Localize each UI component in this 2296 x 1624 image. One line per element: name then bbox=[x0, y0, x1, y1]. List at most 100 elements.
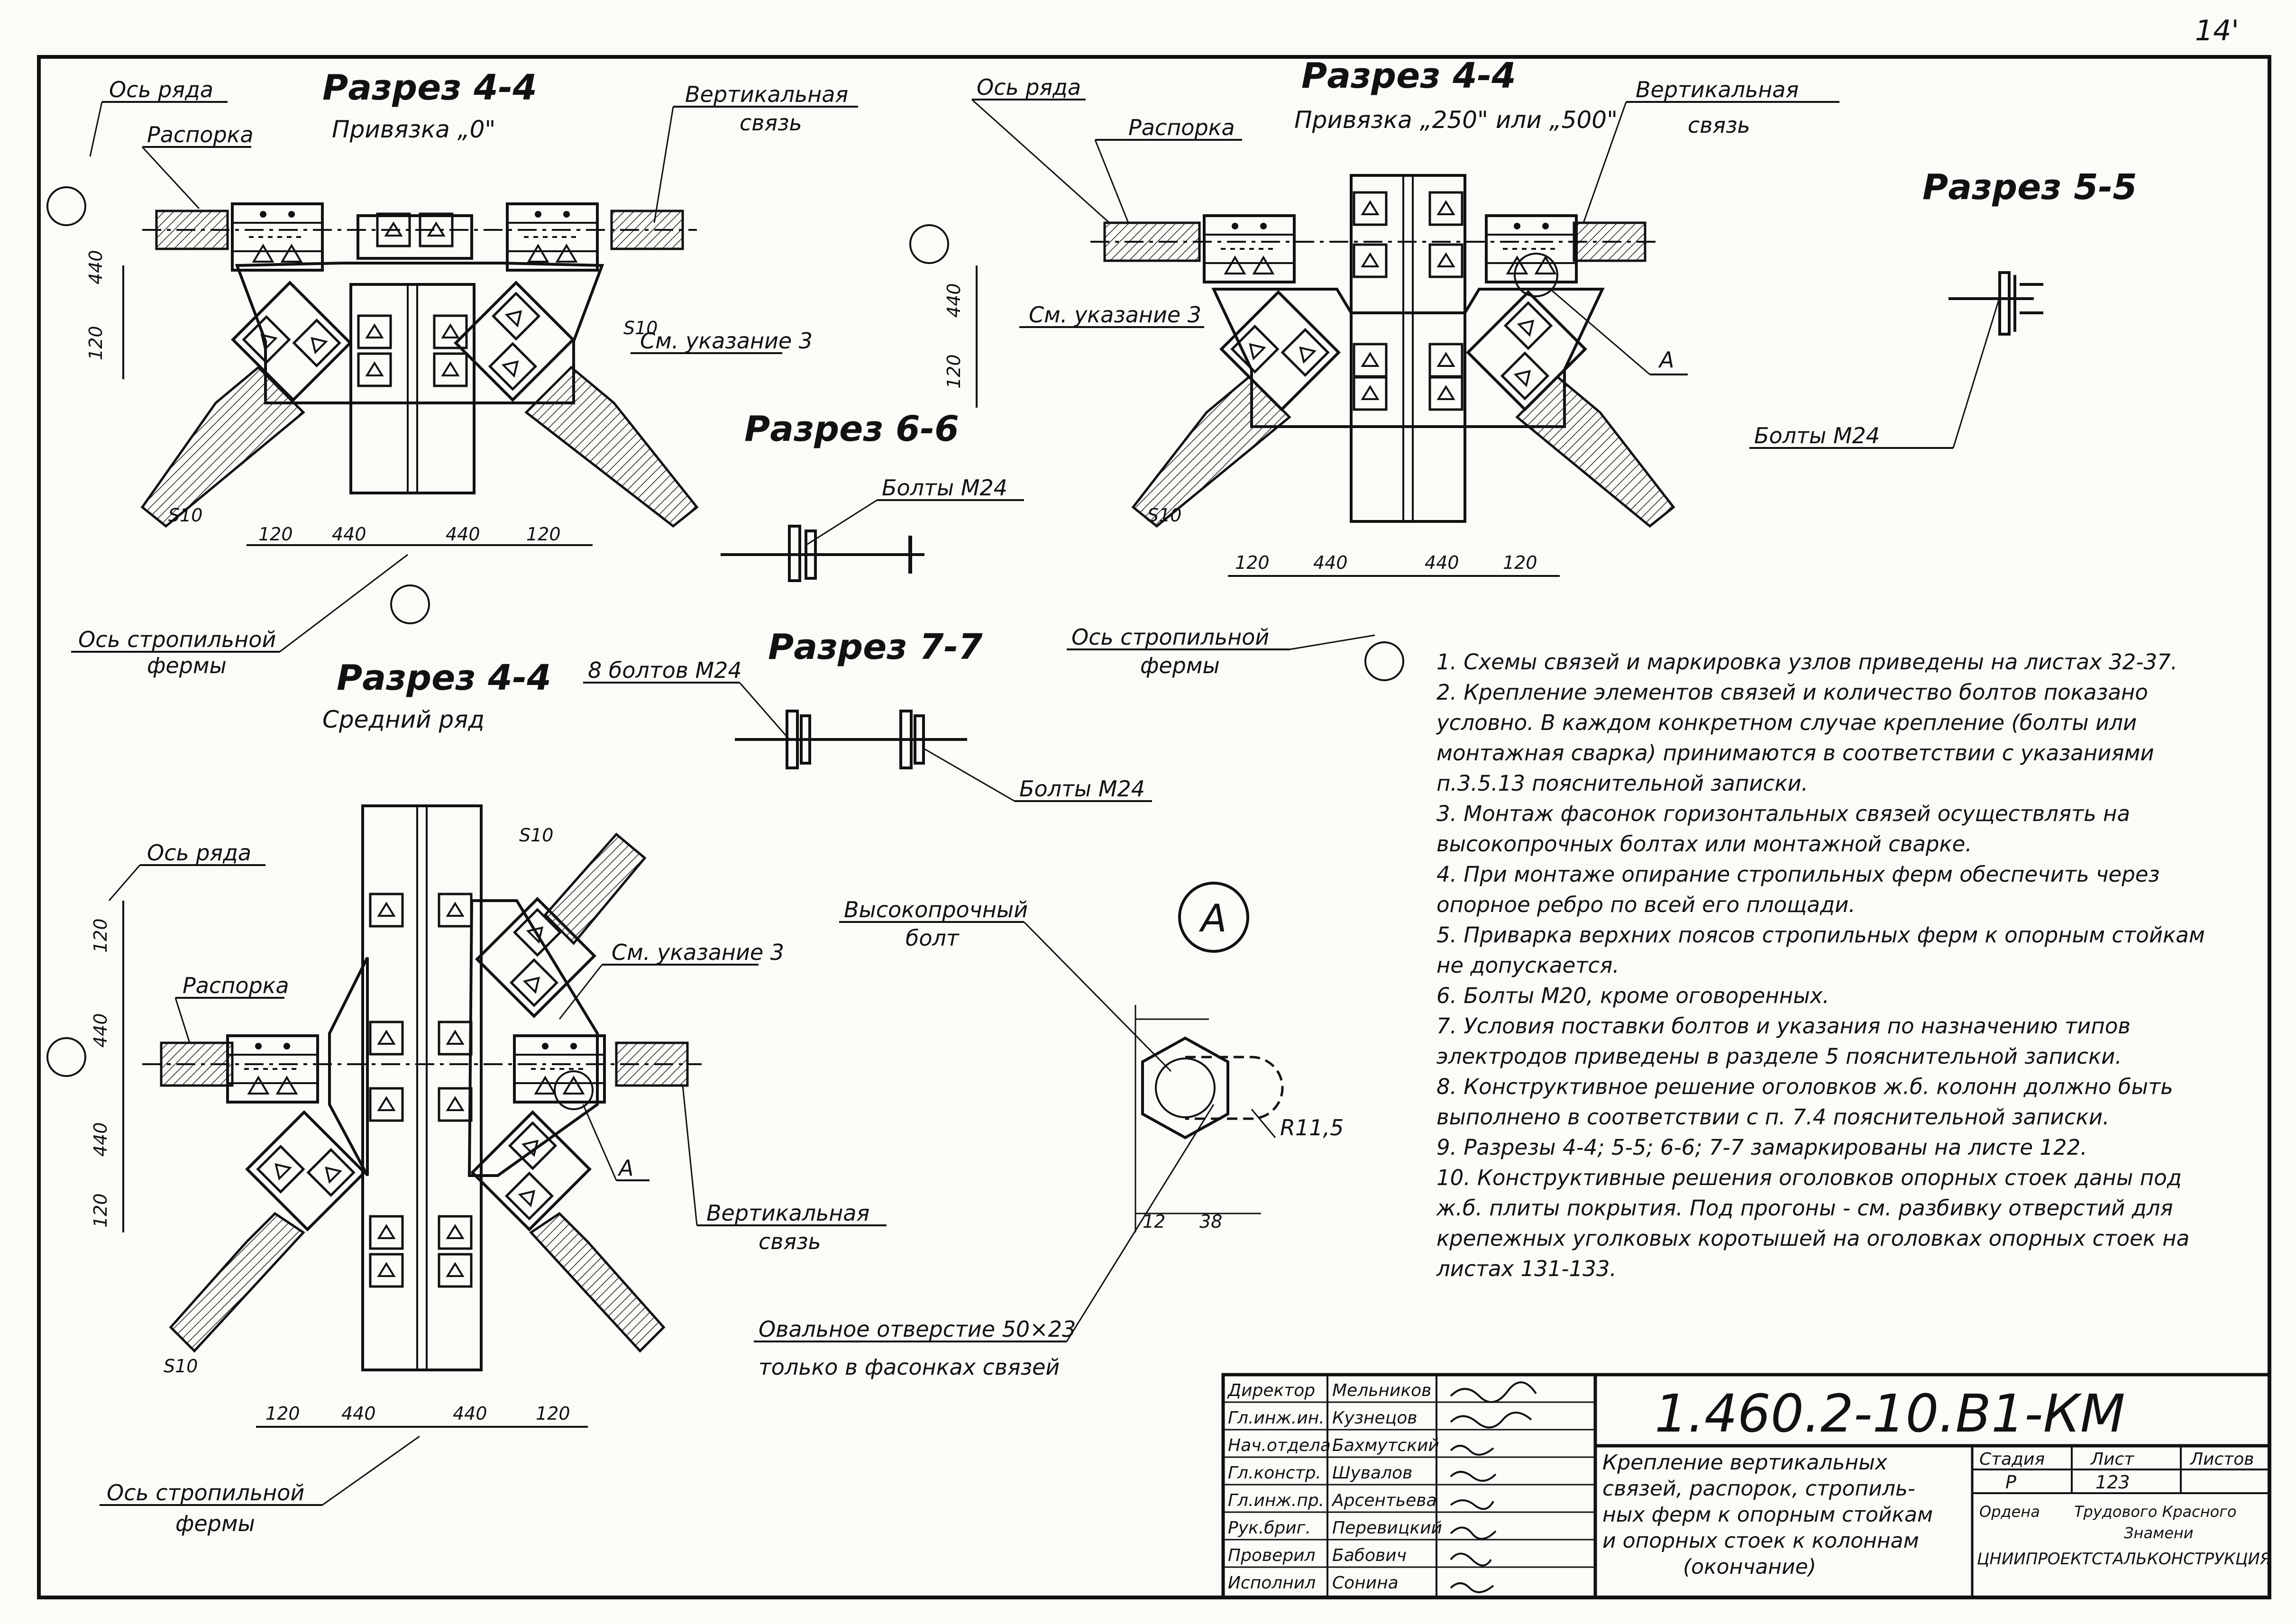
svg-text:Сонина: Сонина bbox=[1332, 1573, 1399, 1593]
node-section-4-4-middle: 120 440 440 120 120 440 440 120 bbox=[90, 804, 702, 1428]
title-4-4-b: Разрез 4-4 bbox=[1301, 55, 1516, 96]
svg-text:Высокопрочный: Высокопрочный bbox=[844, 897, 1028, 922]
svg-text:и опорных стоек к колоннам: и опорных стоек к колоннам bbox=[1602, 1529, 1919, 1553]
svg-text:Болты М24: Болты М24 bbox=[1754, 423, 1880, 448]
svg-text:Листов: Листов bbox=[2189, 1450, 2254, 1469]
svg-text:Распорка: Распорка bbox=[147, 122, 254, 147]
svg-text:120: 120 bbox=[536, 1403, 570, 1424]
column-a bbox=[349, 283, 476, 494]
detail-A: А 12 38 R11,5 Высокопрочный болт Овально… bbox=[754, 882, 1344, 1380]
note-8: 8. Конструктивное решение оголовков ж.б.… bbox=[1436, 1074, 2173, 1130]
svg-text:Вертикальная: Вертикальная bbox=[685, 82, 848, 107]
svg-text:болт: болт bbox=[906, 925, 960, 951]
title-4-4-a: Разрез 4-4 bbox=[322, 67, 537, 108]
svg-text:440: 440 bbox=[1425, 552, 1459, 573]
svg-text:Ось стропильной: Ось стропильной bbox=[107, 1480, 304, 1505]
note-1: 1. Схемы связей и маркировка узлов приве… bbox=[1436, 649, 2178, 675]
svg-text:А: А bbox=[617, 1155, 633, 1181]
note-9: 9. Разрезы 4-4; 5-5; 6-6; 7-7 замаркиров… bbox=[1436, 1135, 2087, 1160]
note-5: 5. Приварка верхних поясов стропильных ф… bbox=[1436, 922, 2205, 978]
svg-text:120: 120 bbox=[85, 326, 106, 360]
svg-text:S10: S10 bbox=[164, 1356, 198, 1377]
general-notes: 1. Схемы связей и маркировка узлов приве… bbox=[1436, 647, 2219, 1284]
svg-text:Стадия: Стадия bbox=[1979, 1450, 2045, 1469]
svg-text:Р: Р bbox=[2005, 1472, 2016, 1493]
svg-text:Бахмутский: Бахмутский bbox=[1332, 1436, 1439, 1455]
svg-text:S10: S10 bbox=[1147, 505, 1181, 526]
svg-text:фермы: фермы bbox=[175, 1511, 255, 1536]
svg-text:440: 440 bbox=[332, 524, 366, 545]
svg-text:Мельников: Мельников bbox=[1332, 1381, 1431, 1400]
sheet-frame bbox=[37, 55, 2271, 1599]
svg-text:Болты М24: Болты М24 bbox=[882, 475, 1007, 501]
svg-text:Вертикальная: Вертикальная bbox=[1636, 77, 1799, 102]
svg-text:Ось ряда: Ось ряда bbox=[977, 74, 1081, 100]
svg-text:8 болтов М24: 8 болтов М24 bbox=[588, 657, 742, 683]
svg-text:связь: связь bbox=[740, 110, 802, 136]
svg-text:Ось ряда: Ось ряда bbox=[147, 840, 251, 866]
section-7-7: Разрез 7-7 8 болтов М24 Болты М24 bbox=[583, 627, 1152, 802]
svg-text:ных ферм к опорным стойкам: ных ферм к опорным стойкам bbox=[1602, 1503, 1933, 1527]
drawing-code: 1.460.2-10.В1-КМ bbox=[1655, 1383, 2125, 1444]
column-b bbox=[1350, 174, 1466, 523]
note-6: 6. Болты М20, кроме оговоренных. bbox=[1436, 983, 1829, 1008]
svg-text:120: 120 bbox=[526, 524, 561, 545]
svg-text:А: А bbox=[1198, 896, 1227, 940]
svg-text:Вертикальная: Вертикальная bbox=[706, 1200, 869, 1226]
svg-text:123: 123 bbox=[2095, 1472, 2130, 1493]
svg-text:Гл.констр.: Гл.констр. bbox=[1228, 1463, 1321, 1483]
svg-text:фермы: фермы bbox=[147, 653, 227, 678]
svg-text:120: 120 bbox=[90, 918, 111, 953]
note-10: 10. Конструктивные решения оголовков опо… bbox=[1436, 1165, 2190, 1281]
svg-text:связь: связь bbox=[1688, 112, 1750, 138]
svg-text:Распорка: Распорка bbox=[1128, 115, 1235, 140]
svg-text:Разрез 5-5: Разрез 5-5 bbox=[1922, 167, 2137, 208]
svg-text:S10: S10 bbox=[168, 505, 202, 526]
svg-text:Распорка: Распорка bbox=[183, 973, 289, 998]
svg-text:120: 120 bbox=[258, 524, 293, 545]
note-3: 3. Монтаж фасонок горизонтальных связей … bbox=[1436, 801, 2131, 857]
svg-text:Овальное отверстие 50×23: Овальное отверстие 50×23 bbox=[759, 1316, 1076, 1342]
svg-text:(окончание): (окончание) bbox=[1683, 1555, 1816, 1579]
svg-text:Нач.отдела: Нач.отдела bbox=[1228, 1436, 1331, 1455]
note-4: 4. При монтаже опирание стропильных ферм… bbox=[1436, 862, 2160, 917]
svg-text:Лист: Лист bbox=[2090, 1450, 2134, 1469]
svg-text:440: 440 bbox=[85, 250, 106, 284]
svg-text:ЦНИИПРОЕКТСТАЛЬКОНСТРУКЦИЯ: ЦНИИПРОЕКТСТАЛЬКОНСТРУКЦИЯ bbox=[1977, 1550, 2271, 1569]
svg-text:Ось стропильной: Ось стропильной bbox=[78, 627, 276, 652]
svg-text:Разрез 6-6: Разрез 6-6 bbox=[744, 409, 959, 449]
subtitle-4-4-c: Средний ряд bbox=[322, 706, 485, 733]
svg-text:только в фасонках связей: только в фасонках связей bbox=[759, 1354, 1060, 1380]
svg-text:Исполнил: Исполнил bbox=[1228, 1573, 1316, 1593]
section-5-5: Разрез 5-5 Болты М24 bbox=[1749, 167, 2137, 449]
svg-text:Гл.инж.ин.: Гл.инж.ин. bbox=[1228, 1408, 1325, 1428]
svg-text:440: 440 bbox=[1313, 552, 1348, 573]
svg-text:440: 440 bbox=[446, 524, 480, 545]
svg-text:12: 12 bbox=[1143, 1211, 1165, 1232]
svg-text:Крепление вертикальных: Крепление вертикальных bbox=[1602, 1451, 1888, 1475]
svg-text:S10: S10 bbox=[519, 825, 553, 846]
svg-text:Трудового Красного: Трудового Красного bbox=[2074, 1503, 2237, 1521]
svg-text:R11,5: R11,5 bbox=[1280, 1115, 1344, 1140]
svg-text:440: 440 bbox=[341, 1403, 376, 1424]
note-7: 7. Условия поставки болтов и указания по… bbox=[1436, 1013, 2131, 1069]
svg-text:Ось ряда: Ось ряда bbox=[109, 77, 213, 102]
node-section-4-4-250: 440 120 120 440 440 120 bbox=[909, 174, 1675, 681]
svg-text:Шувалов: Шувалов bbox=[1332, 1463, 1412, 1483]
svg-text:120: 120 bbox=[90, 1193, 111, 1228]
column-c bbox=[361, 804, 483, 1371]
title-4-4-c: Разрез 4-4 bbox=[337, 657, 551, 698]
note-2: 2. Крепление элементов связей и количест… bbox=[1436, 680, 2154, 796]
svg-text:120: 120 bbox=[1235, 552, 1270, 573]
svg-text:440: 440 bbox=[90, 1013, 111, 1048]
subtitle-4-4-b: Привязка „250" или „500" bbox=[1294, 106, 1618, 134]
svg-text:Рук.бриг.: Рук.бриг. bbox=[1228, 1518, 1311, 1538]
svg-text:Болты М24: Болты М24 bbox=[1019, 776, 1145, 802]
title-block: 1.460.2-10.В1-КМ Директор Мельников Гл.и… bbox=[1221, 1373, 2271, 1599]
svg-text:Ось стропильной: Ось стропильной bbox=[1071, 624, 1269, 650]
svg-text:Проверил: Проверил bbox=[1228, 1546, 1316, 1565]
svg-text:Перевицкий: Перевицкий bbox=[1332, 1518, 1442, 1538]
svg-text:440: 440 bbox=[90, 1122, 111, 1157]
svg-text:Ордена: Ордена bbox=[1979, 1503, 2040, 1521]
section-6-6: Разрез 6-6 Болты М24 bbox=[721, 409, 1024, 582]
